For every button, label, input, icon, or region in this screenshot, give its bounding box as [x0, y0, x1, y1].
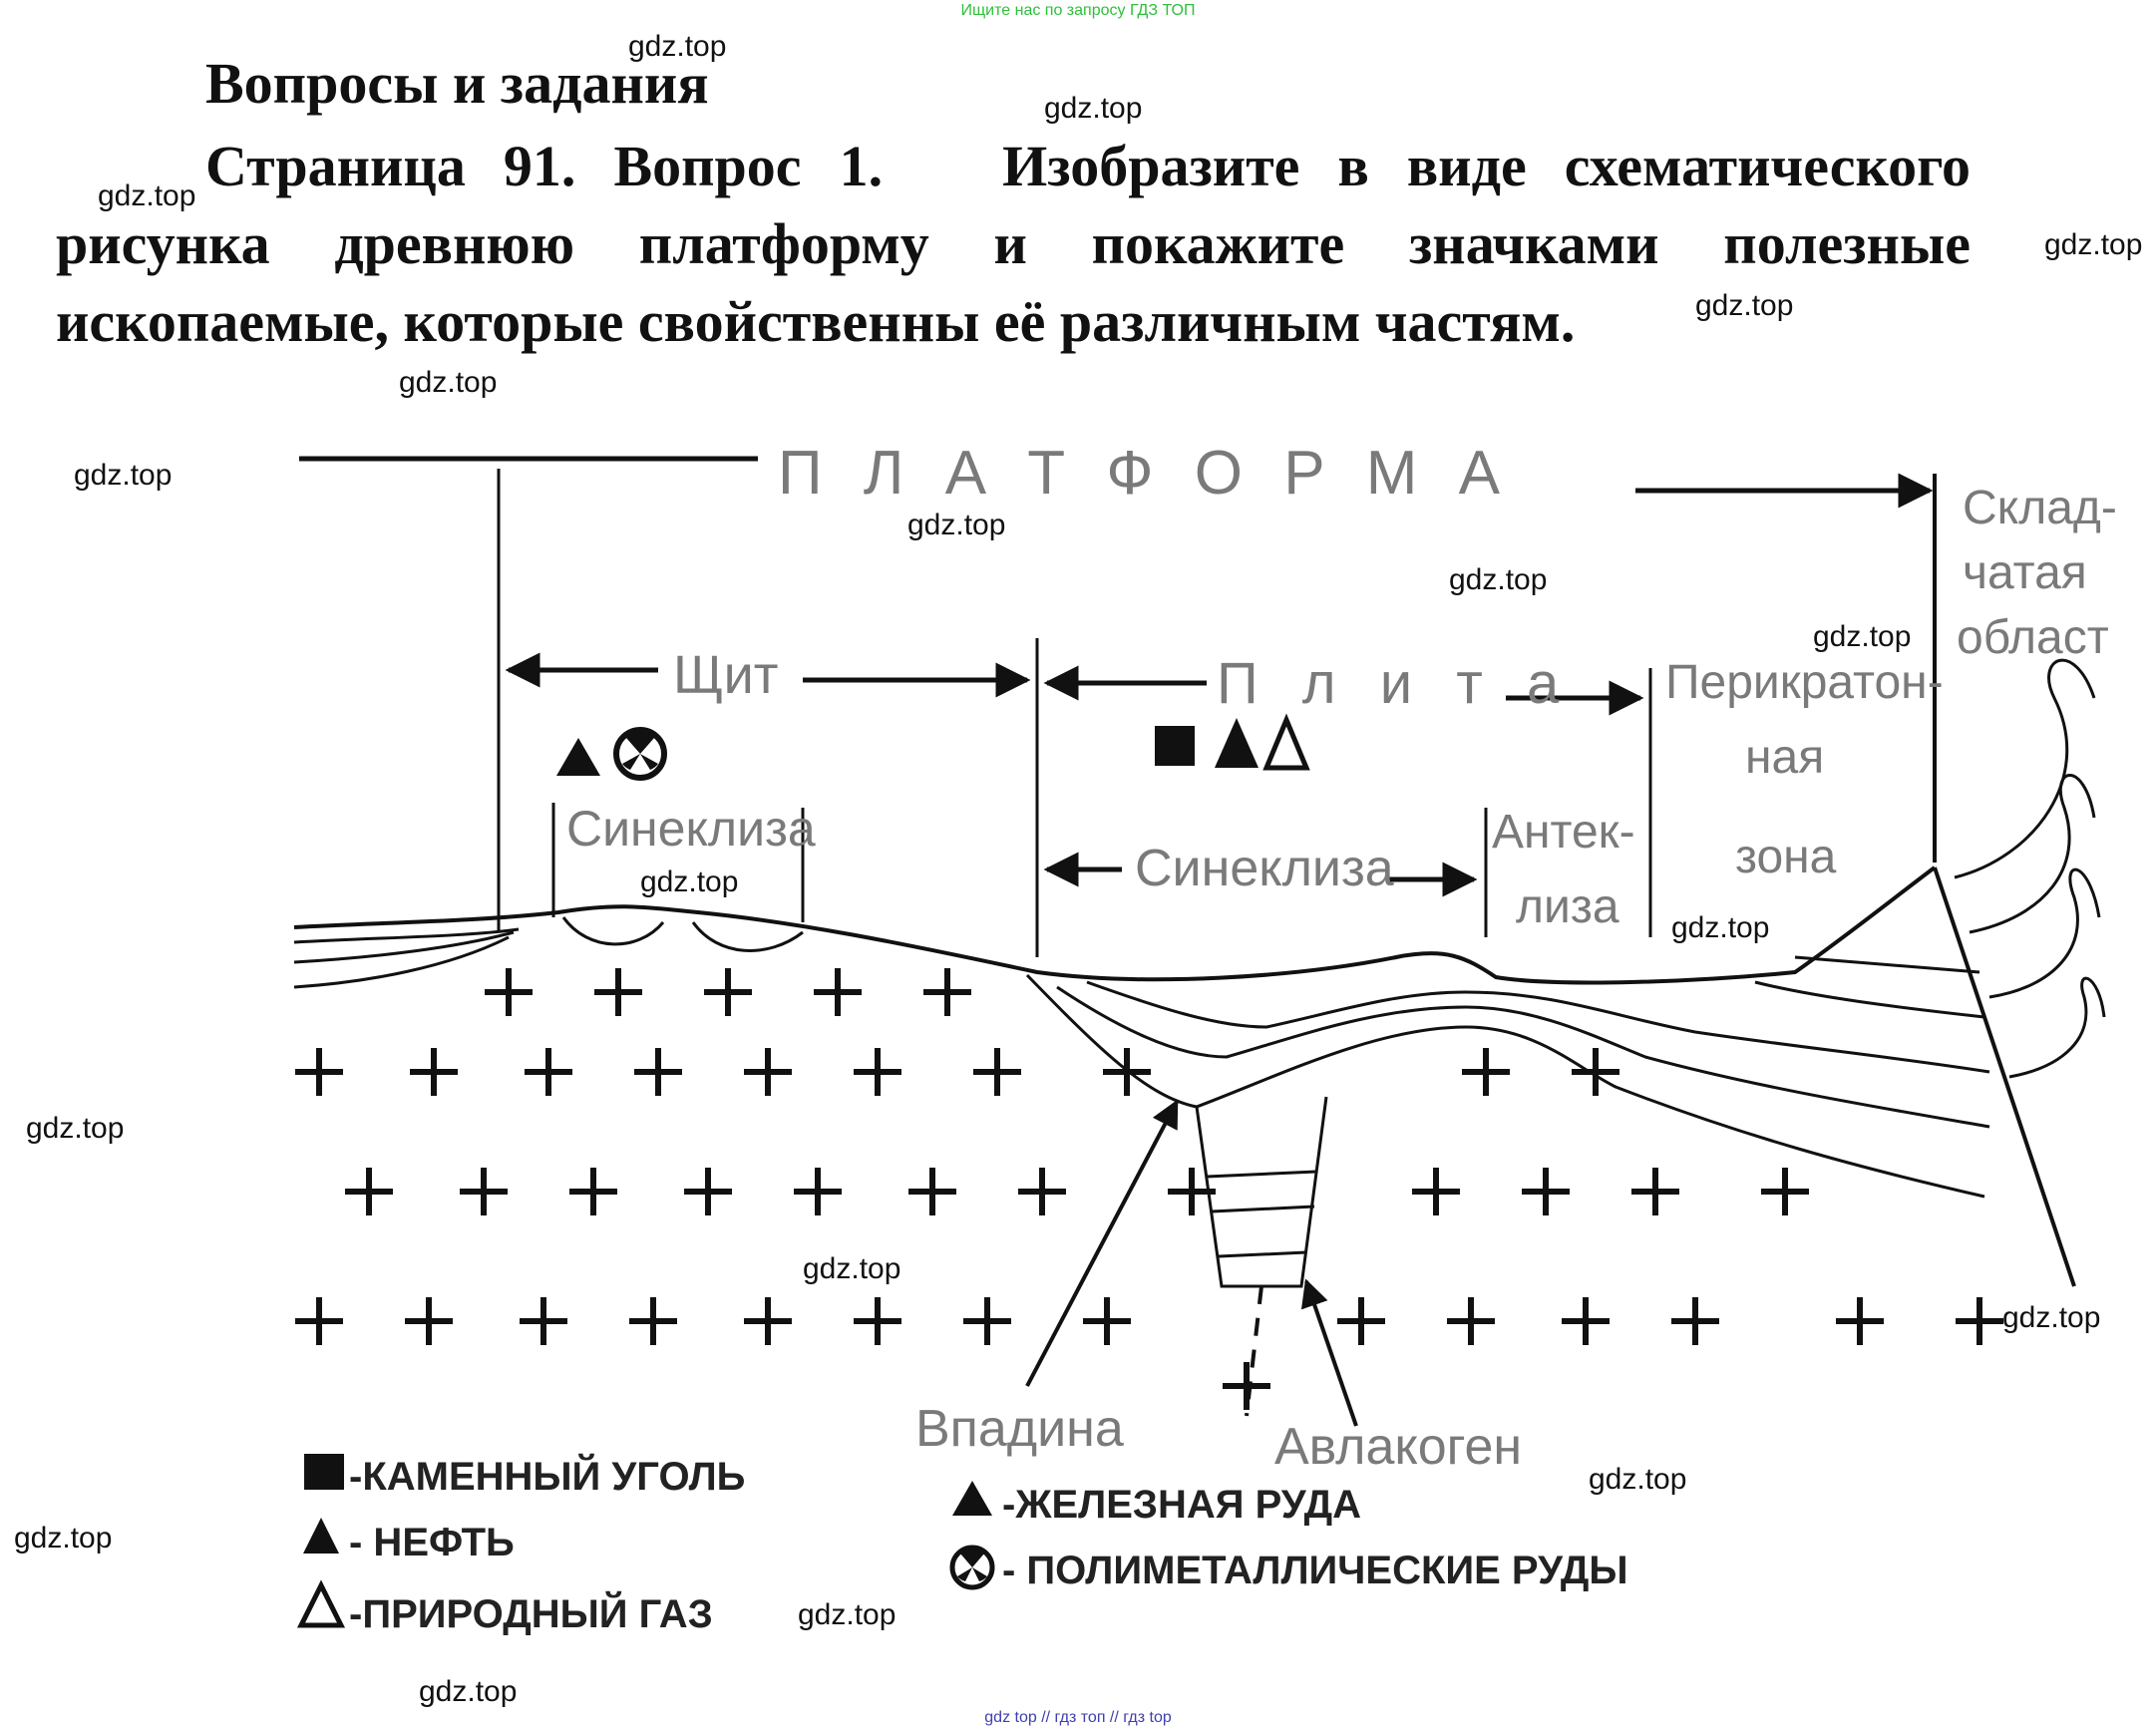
- aulacogen-outline: [1195, 1096, 1328, 1288]
- syneclise-lens: [561, 916, 665, 946]
- watermark: gdz.top: [1589, 1463, 1687, 1496]
- watermark: gdz.top: [1671, 911, 1770, 944]
- aulacogen-layer: [1218, 1250, 1307, 1258]
- legend-oil-label: - НЕФТЬ: [349, 1521, 515, 1564]
- anteclise-label-1: Антек-: [1492, 806, 1635, 859]
- plate-layer: [1025, 973, 1985, 1199]
- sediment-layer: [293, 930, 515, 964]
- fold-line: [2008, 976, 2106, 1079]
- watermark: gdz.top: [2002, 1301, 2101, 1334]
- plate-syneclise-label: Синеклиза: [1135, 840, 1394, 897]
- shield-label: Щит: [673, 645, 779, 705]
- watermark: gdz.top: [1813, 620, 1912, 653]
- legend-gas-label: -ПРИРОДНЫЙ ГАЗ: [349, 1590, 713, 1636]
- watermark: gdz.top: [14, 1522, 113, 1555]
- question-text: Страница 91. Вопрос 1.Изобразите в виде …: [56, 128, 1971, 361]
- watermark: gdz.top: [798, 1598, 897, 1631]
- fold-line: [1954, 658, 2096, 879]
- aulacogen-arrow: [1300, 1278, 1358, 1427]
- anteclise-label-2: лиза: [1516, 880, 1619, 933]
- question-body: Изобразите в виде схематического рисунка…: [56, 134, 1971, 354]
- surface-line: [293, 865, 1937, 985]
- top-banner: Ищите нас по запросу ГДЗ ТОП: [960, 2, 1196, 19]
- watermark: gdz.top: [1695, 289, 1794, 322]
- iron-ore-triangle-icon: [556, 738, 600, 776]
- bottom-banner: gdz top // гдз топ // гдз top: [984, 1709, 1172, 1726]
- sediment-layer: [293, 935, 510, 989]
- oil-triangle-icon: [1215, 718, 1258, 768]
- legend-coal-icon: [304, 1454, 344, 1490]
- syneclise-lens: [691, 921, 804, 952]
- aulacogen-layer: [1211, 1205, 1315, 1213]
- folded-area-label-3: област: [1957, 611, 2109, 664]
- platform-label: П Л А Т Ф О Р М А: [778, 439, 1512, 508]
- aulacogen-label: Авлакоген: [1274, 1418, 1522, 1476]
- pericratonic-label-1: Перикратон-: [1665, 656, 1944, 709]
- pericratonic-label-3: зона: [1735, 831, 1837, 883]
- legend-polymetal-label: - ПОЛИМЕТАЛЛИЧЕСКИЕ РУДЫ: [1002, 1549, 1628, 1592]
- coal-square-icon: [1155, 726, 1195, 766]
- fold-line: [1969, 774, 2096, 934]
- legend-gas-icon: [296, 1579, 346, 1628]
- depression-arrow: [1025, 1099, 1179, 1387]
- legend-coal-label: -КАМЕННЫЙ УГОЛЬ: [349, 1453, 745, 1499]
- watermark: gdz.top: [1044, 92, 1143, 125]
- watermark: gdz.top: [907, 509, 1006, 541]
- polymetal-circle-icon: [613, 727, 667, 781]
- gas-triangle-icon: [1262, 713, 1310, 771]
- watermark: gdz.top: [640, 865, 739, 898]
- plate-label: П л и т а: [1217, 651, 1573, 716]
- watermark: gdz.top: [628, 30, 727, 63]
- legend-polymetal-icon: [949, 1545, 995, 1590]
- watermark: gdz.top: [74, 459, 173, 492]
- folded-area-label-1: Склад-: [1963, 482, 2117, 534]
- fold-line: [1988, 867, 2101, 999]
- watermark: gdz.top: [803, 1252, 901, 1285]
- watermark: gdz.top: [1449, 563, 1548, 596]
- legend-iron-icon: [952, 1481, 992, 1516]
- watermark: gdz.top: [98, 179, 196, 212]
- watermark: gdz.top: [26, 1112, 125, 1145]
- sediment-layer: [293, 927, 520, 944]
- section-heading: Вопросы и задания: [205, 51, 709, 116]
- pericratonic-label-2: ная: [1745, 731, 1824, 784]
- plate-layer: [1754, 980, 1985, 1019]
- folded-area-label-2: чатая: [1963, 546, 2087, 599]
- aulacogen-layer: [1206, 1170, 1317, 1179]
- watermark: gdz.top: [2044, 228, 2143, 261]
- question-number: Страница 91. Вопрос 1.: [205, 134, 884, 198]
- fold-boundary: [1933, 866, 2076, 1287]
- legend-iron-label: -ЖЕЛЕЗНАЯ РУДА: [1002, 1483, 1361, 1527]
- plate-layer: [1794, 955, 1980, 974]
- watermark: gdz.top: [399, 366, 498, 399]
- depression-label: Впадина: [915, 1400, 1124, 1458]
- plate-layer: [1086, 980, 1990, 1074]
- legend-oil-icon: [303, 1518, 339, 1554]
- shield-syneclise-label: Синеклиза: [566, 801, 816, 857]
- watermark: gdz.top: [419, 1675, 518, 1708]
- crystalline-basement: [295, 968, 2003, 1410]
- plate-layer: [1056, 985, 1990, 1129]
